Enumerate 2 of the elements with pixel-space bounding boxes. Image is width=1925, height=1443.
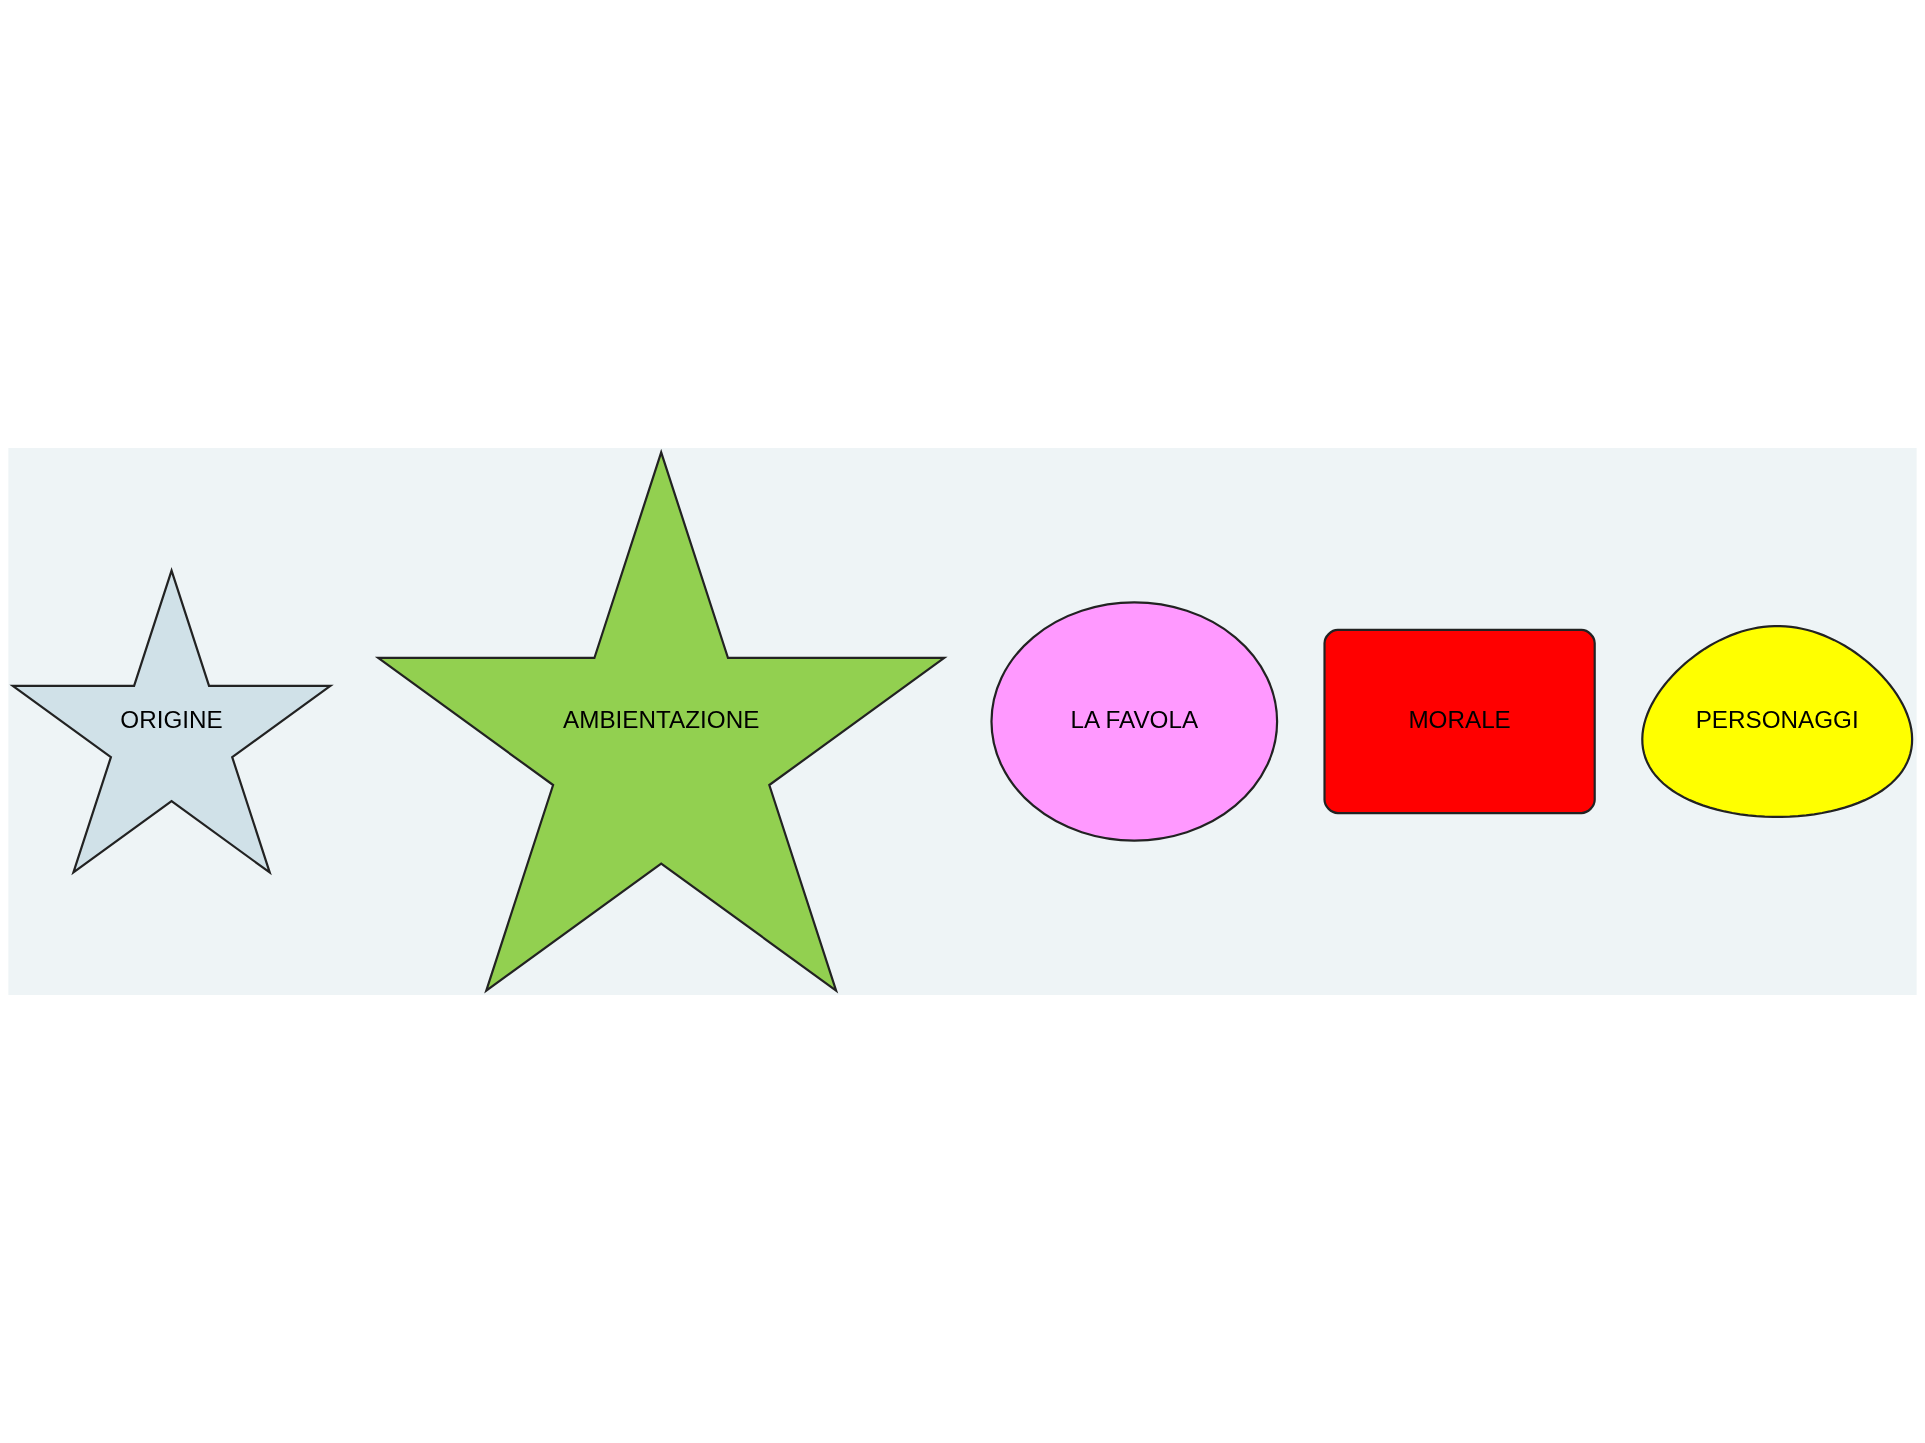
node-ellipse: LA FAVOLA — [990, 601, 1279, 842]
node-box: MORALE — [1323, 628, 1596, 815]
